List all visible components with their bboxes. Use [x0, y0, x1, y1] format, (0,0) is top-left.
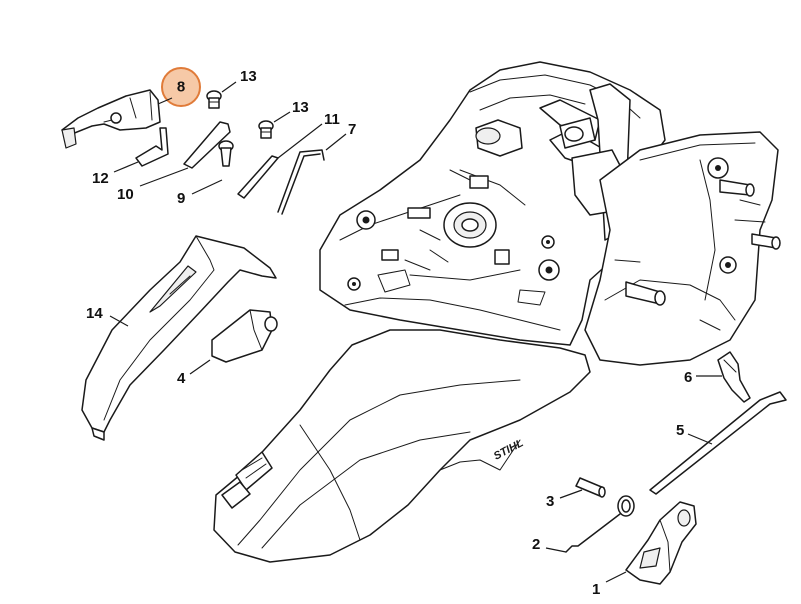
- callout-14[interactable]: 14: [86, 305, 129, 327]
- callout-5[interactable]: 5: [676, 422, 713, 445]
- callout-13[interactable]: 13: [221, 68, 257, 93]
- callout-13[interactable]: 13: [273, 99, 309, 123]
- crankshaft-stub: [751, 233, 781, 250]
- housing-bolt: [347, 277, 361, 291]
- part-14-handle-cover: [81, 235, 277, 441]
- callout-12[interactable]: 12: [92, 161, 139, 187]
- callout-4-label: 4: [177, 370, 186, 387]
- callout-6-label: 6: [684, 369, 692, 386]
- part-7-wire: [277, 149, 325, 215]
- callout-4[interactable]: 4: [177, 359, 211, 387]
- part-8-bracket: [61, 89, 161, 149]
- housing-bolt: [356, 210, 376, 230]
- callout-14-label: 14: [86, 305, 103, 322]
- callout-1[interactable]: 1: [592, 571, 627, 598]
- crankshaft-stub: [719, 179, 755, 197]
- part-4-block: [211, 309, 278, 363]
- callout-10[interactable]: 10: [117, 167, 189, 203]
- callout-1-label: 1: [592, 581, 600, 598]
- callout-7[interactable]: 7: [325, 121, 356, 151]
- callout-2-label: 2: [532, 536, 540, 553]
- crankcase-right: [584, 131, 781, 366]
- part-10-rod: [183, 121, 231, 169]
- callout-12-label: 12: [92, 170, 109, 187]
- callout-11[interactable]: 11: [277, 111, 340, 159]
- callout-13-label: 13: [240, 68, 257, 85]
- callout-3-label: 3: [546, 493, 554, 510]
- crankshaft-stub: [625, 281, 666, 306]
- housing-bolt: [541, 235, 555, 249]
- part-9-pin: [218, 140, 234, 167]
- callout-10-label: 10: [117, 186, 134, 203]
- part-11-rod: [237, 155, 279, 199]
- callout-8-highlight[interactable]: 8: [157, 67, 201, 107]
- callout-5-label: 5: [676, 422, 684, 439]
- callout-11-label: 11: [324, 111, 340, 128]
- callout-8-label: 8: [177, 79, 185, 96]
- housing-bolt: [538, 259, 560, 281]
- part-13-screw: [258, 120, 274, 139]
- callout-6[interactable]: 6: [684, 369, 722, 386]
- callout-9[interactable]: 9: [177, 179, 223, 207]
- part-13-screw: [206, 90, 222, 109]
- part-12-bracket: [135, 127, 169, 167]
- callout-7-label: 7: [348, 121, 356, 138]
- callout-3[interactable]: 3: [546, 489, 583, 510]
- part-6-lever: [717, 351, 751, 403]
- part-2-spring: [565, 495, 635, 553]
- part-5-wire: [649, 391, 787, 495]
- callout-2[interactable]: 2: [532, 536, 567, 553]
- brand-logo: STIHL: [492, 437, 526, 463]
- part-3-pin: [575, 477, 606, 498]
- callout-13-label: 13: [292, 99, 309, 116]
- part-1-trigger: [625, 501, 697, 585]
- callout-9-label: 9: [177, 190, 185, 207]
